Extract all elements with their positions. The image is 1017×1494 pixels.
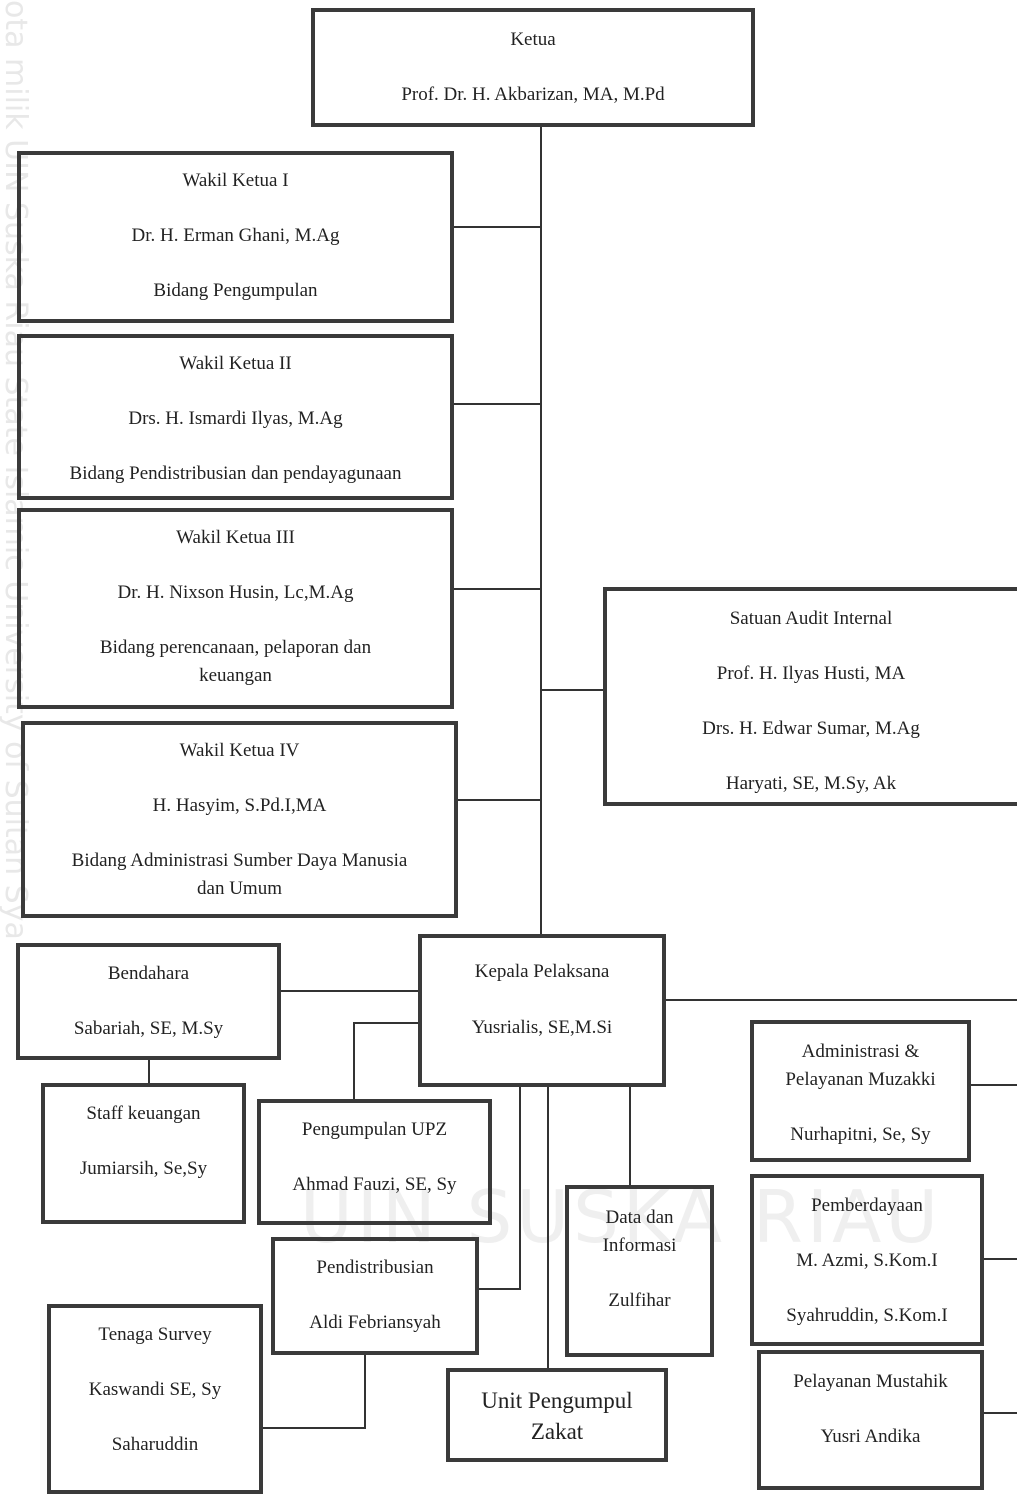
audit-internal-box: Satuan Audit Internal Prof. H. Ilyas Hus…	[603, 587, 1017, 806]
wakil2-name: Drs. H. Ismardi Ilyas, M.Ag	[128, 408, 343, 429]
tenaga-survey-connector	[260, 1353, 366, 1429]
pendistribusian-name: Aldi Febriansyah	[309, 1312, 441, 1333]
wakil4-field-line2: dan Umum	[197, 878, 282, 899]
tenaga-survey-member: Saharuddin	[111, 1434, 199, 1455]
bendahara-box: Bendahara Sabariah, SE, M.Sy	[16, 943, 281, 1060]
data-informasi-title-line2: Informasi	[602, 1235, 677, 1256]
kepala-title: Kepala Pelaksana	[474, 961, 610, 982]
upz-connector	[353, 1022, 420, 1101]
wakil3-field-line2: keuangan	[199, 665, 272, 686]
tenaga-survey-title: Tenaga Survey	[98, 1324, 212, 1345]
wakil4-name: H. Hasyim, S.Pd.I,MA	[152, 795, 327, 816]
wakil-ketua-1-box: Wakil Ketua I Dr. H. Erman Ghani, M.Ag B…	[17, 151, 454, 323]
wakil-ketua-3-box: Wakil Ketua III Dr. H. Nixson Husin, Lc,…	[17, 508, 454, 709]
pendistribusian-box: Pendistribusian Aldi Febriansyah	[271, 1237, 479, 1355]
wakil3-name: Dr. H. Nixson Husin, Lc,M.Ag	[117, 582, 354, 603]
administrasi-box: Administrasi & Pelayanan Muzakki Nurhapi…	[750, 1020, 971, 1162]
audit-title: Satuan Audit Internal	[729, 608, 893, 629]
mustahik-title: Pelayanan Mustahik	[793, 1371, 948, 1392]
center-watermark: UIN SUSKA RIAU	[300, 1175, 943, 1259]
pelayanan-mustahik-box: Pelayanan Mustahik Yusri Andika	[757, 1350, 984, 1490]
administrasi-title-line1: Administrasi &	[801, 1041, 920, 1062]
wakil1-field: Bidang Pengumpulan	[153, 280, 318, 301]
tenaga-survey-member: Kaswandi SE, Sy	[88, 1379, 222, 1400]
tenaga-survey-box: Tenaga Survey Kaswandi SE, Sy Saharuddin	[47, 1304, 263, 1494]
wakil3-title: Wakil Ketua III	[176, 527, 295, 548]
wakil3-field-line1: Bidang perencanaan, pelaporan dan	[99, 637, 372, 658]
pengumpulan-upz-title: Pengumpulan UPZ	[301, 1119, 448, 1140]
bendahara-title: Bendahara	[107, 963, 190, 984]
ketua-name: Prof. Dr. H. Akbarizan, MA, M.Pd	[401, 84, 665, 105]
wakil2-field: Bidang Pendistribusian dan pendayagunaan	[69, 463, 402, 484]
administrasi-title-line2: Pelayanan Muzakki	[785, 1069, 936, 1090]
administrasi-name: Nurhapitni, Se, Sy	[790, 1124, 931, 1145]
staff-keuangan-title: Staff keuangan	[86, 1103, 201, 1124]
wakil1-title: Wakil Ketua I	[182, 170, 289, 191]
data-informasi-name: Zulfihar	[608, 1290, 671, 1311]
audit-member: Drs. H. Edwar Sumar, M.Ag	[702, 718, 920, 739]
pemberdayaan-member: M. Azmi, S.Kom.I	[796, 1250, 938, 1271]
pendistribusian-connector	[477, 1085, 521, 1290]
staff-keuangan-name: Jumiarsih, Se,Sy	[79, 1158, 208, 1179]
audit-member: Prof. H. Ilyas Husti, MA	[716, 663, 906, 684]
unit-pengumpul-zakat-box: Unit Pengumpul Zakat	[446, 1368, 668, 1462]
kepala-pelaksana-box: Kepala Pelaksana Yusrialis, SE,M.Si	[418, 934, 666, 1087]
side-watermark: ota milik UIN Suska Riau State Islamic U…	[0, 0, 33, 940]
staff-keuangan-box: Staff keuangan Jumiarsih, Se,Sy	[41, 1083, 246, 1224]
upz-title-line2: Zakat	[530, 1419, 584, 1444]
wakil1-name: Dr. H. Erman Ghani, M.Ag	[131, 225, 340, 246]
ketua-box: Ketua Prof. Dr. H. Akbarizan, MA, M.Pd	[311, 8, 755, 127]
wakil4-title: Wakil Ketua IV	[179, 740, 300, 761]
audit-member: Haryati, SE, M.Sy, Ak	[725, 773, 897, 794]
wakil4-field-line1: Bidang Administrasi Sumber Daya Manusia	[71, 850, 408, 871]
ketua-title: Ketua	[510, 29, 556, 50]
pemberdayaan-box: Pemberdayaan M. Azmi, S.Kom.I Syahruddin…	[750, 1174, 984, 1346]
wakil-ketua-2-box: Wakil Ketua II Drs. H. Ismardi Ilyas, M.…	[17, 334, 454, 500]
pengumpulan-upz-box: Pengumpulan UPZ Ahmad Fauzi, SE, Sy	[257, 1099, 492, 1225]
bendahara-name: Sabariah, SE, M.Sy	[73, 1018, 224, 1039]
kepala-name: Yusrialis, SE,M.Si	[471, 1017, 613, 1038]
data-informasi-box: Data dan Informasi Zulfihar	[565, 1185, 714, 1357]
wakil2-title: Wakil Ketua II	[179, 353, 292, 374]
upz-title-line1: Unit Pengumpul	[481, 1388, 633, 1413]
pengumpulan-upz-name: Ahmad Fauzi, SE, Sy	[292, 1174, 457, 1195]
pendistribusian-title: Pendistribusian	[316, 1257, 434, 1278]
pemberdayaan-member: Syahruddin, S.Kom.I	[786, 1305, 948, 1326]
pemberdayaan-title: Pemberdayaan	[811, 1195, 923, 1216]
mustahik-name: Yusri Andika	[820, 1426, 921, 1447]
wakil-ketua-4-box: Wakil Ketua IV H. Hasyim, S.Pd.I,MA Bida…	[21, 721, 458, 918]
data-informasi-title-line1: Data dan	[605, 1207, 674, 1228]
